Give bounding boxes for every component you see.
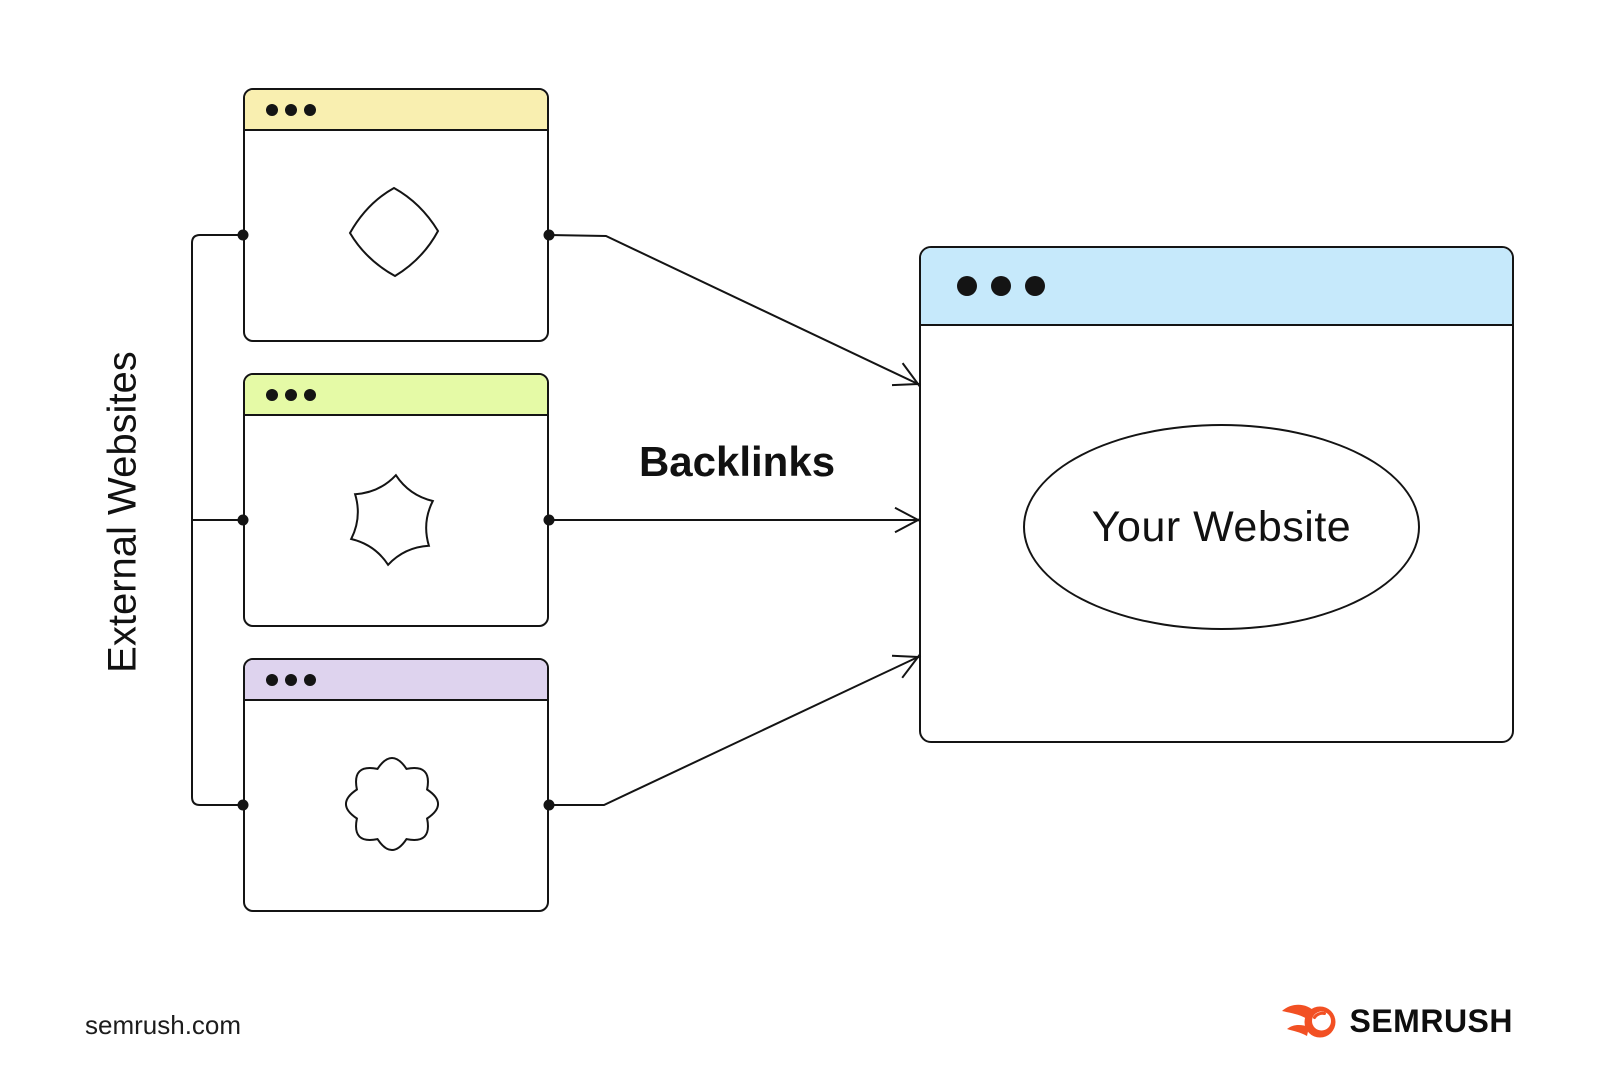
backlinks-label: Backlinks (638, 438, 836, 485)
external-website-window-2 (243, 373, 549, 627)
window-dot-icon (991, 276, 1011, 296)
window-dot-icon (266, 103, 278, 116)
footer-url: semrush.com (85, 1010, 242, 1040)
backlink-arrow-3 (549, 656, 919, 806)
window-dot-icon (285, 103, 297, 116)
bracket-line (191, 234, 243, 806)
window-dot-icon (1025, 276, 1045, 296)
window-titlebar-3 (245, 660, 547, 701)
semrush-logo: SEMRUSH (1280, 998, 1513, 1044)
window-dot-icon (285, 673, 297, 686)
your-website-label: Your Website (1091, 502, 1352, 551)
external-websites-label: External Websites (100, 351, 145, 673)
semrush-flame-icon (1282, 1004, 1336, 1038)
window-dot-icon (266, 388, 278, 401)
external-website-window-3 (243, 658, 549, 912)
window-titlebar-1 (245, 90, 547, 131)
your-website-ellipse: Your Website (1023, 424, 1420, 630)
arrowhead-icon (891, 362, 922, 387)
semrush-logo-text: SEMRUSH (1349, 1002, 1513, 1039)
window-dot-icon (304, 673, 316, 686)
window-dot-icon (304, 103, 316, 116)
arrowhead-icon (894, 506, 921, 534)
your-website-window (919, 246, 1514, 743)
backlink-arrow-1 (548, 234, 919, 385)
window-titlebar-main (921, 248, 1512, 326)
window-dot-icon (957, 276, 977, 296)
arrowhead-icon (891, 653, 922, 679)
window-dot-icon (266, 673, 278, 686)
window-dot-icon (285, 388, 297, 401)
window-dot-icon (304, 388, 316, 401)
external-website-window-1 (243, 88, 549, 342)
window-titlebar-2 (245, 375, 547, 416)
